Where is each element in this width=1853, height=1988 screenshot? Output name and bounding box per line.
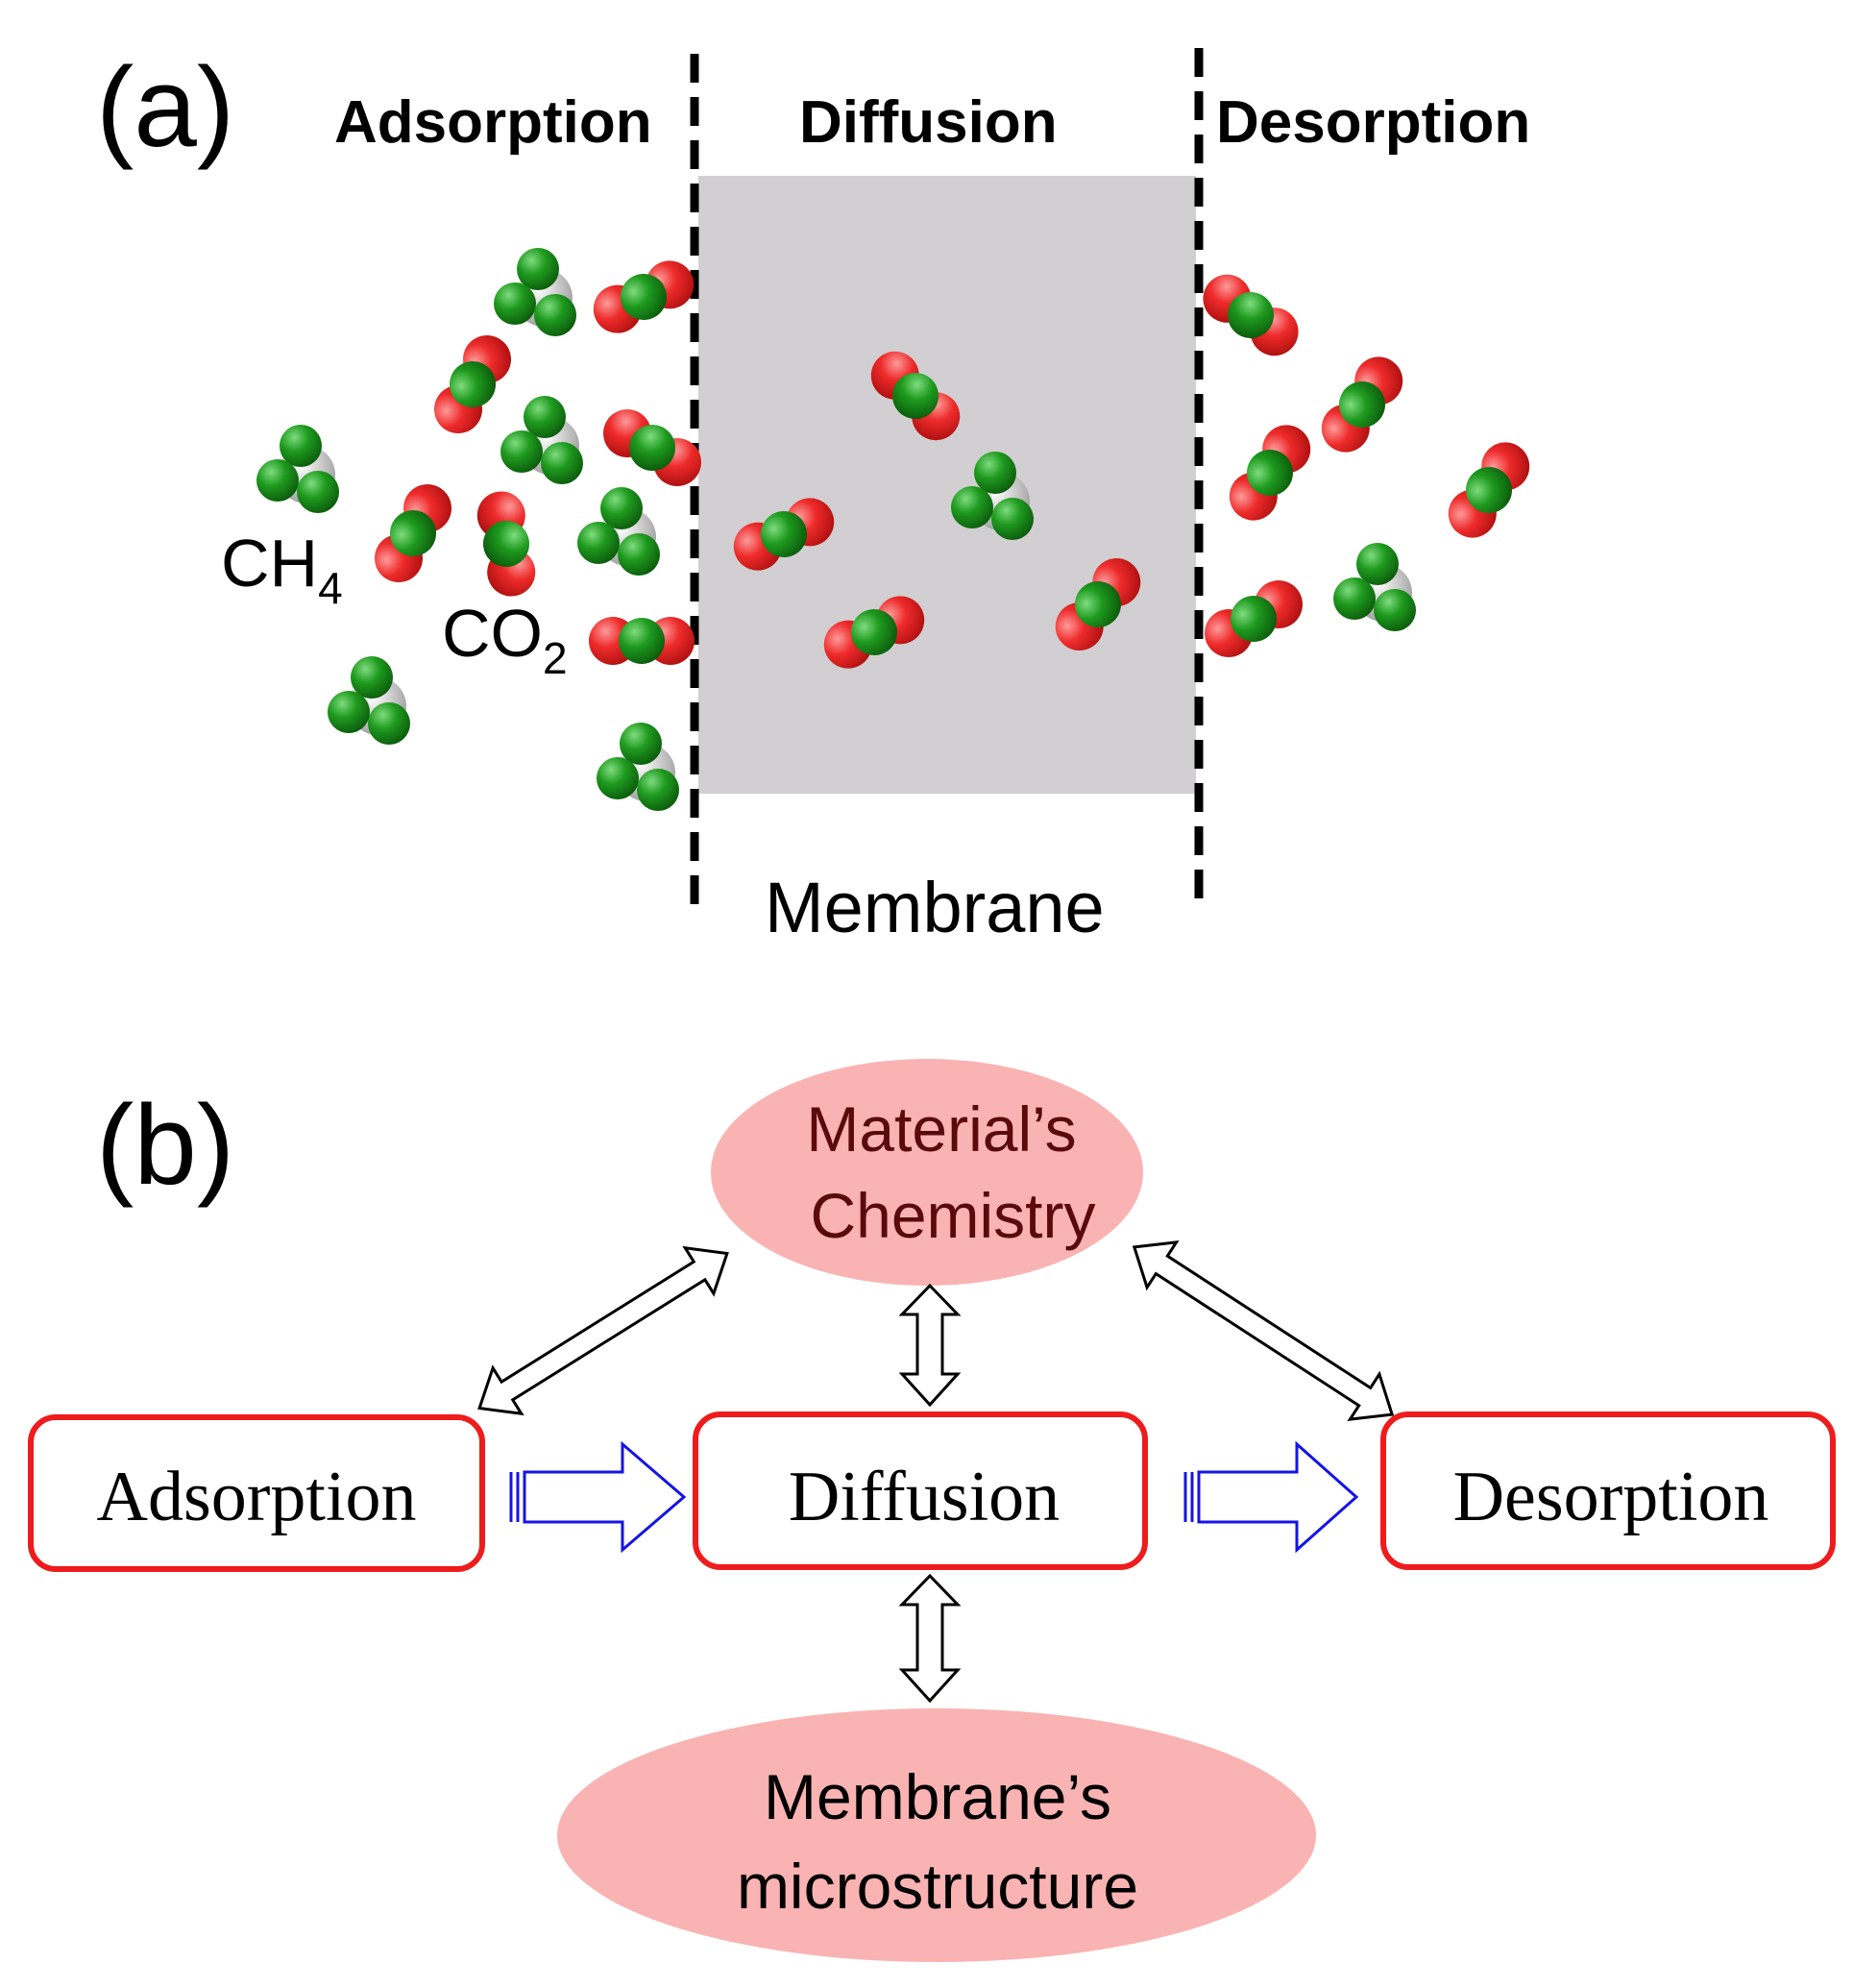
ch4-molecule [256, 425, 339, 513]
panel-b-label: (b) [96, 1082, 234, 1209]
co2-molecule [473, 487, 540, 601]
co2-molecule [425, 326, 521, 443]
link-arrow-chemistry-desorption [1132, 1240, 1395, 1421]
co2-molecule [1193, 264, 1308, 366]
membrane-block [698, 176, 1196, 794]
diffusion-box-label: Diffusion [789, 1458, 1060, 1536]
stage-title-adsorption: Adsorption [334, 89, 652, 156]
desorption-box [1380, 1411, 1836, 1570]
co2-molecule [589, 617, 695, 665]
diffusion-box [693, 1411, 1148, 1570]
stage-title-desorption: Desorption [1216, 89, 1530, 156]
ch4-label: CH4 [221, 526, 343, 613]
membrane-microstructure-line1: Membrane’s [764, 1761, 1111, 1832]
link-arrow-chemistry-adsorption [477, 1245, 729, 1416]
ch4-molecule [577, 487, 660, 576]
materials-chemistry-line1: Material’s [806, 1093, 1076, 1165]
materials-chemistry-ellipse [711, 1059, 1143, 1286]
co2-molecule [365, 475, 461, 592]
flow-arrow-diffusion-to-desorption [1183, 1440, 1359, 1554]
membrane-microstructure-ellipse [557, 1708, 1316, 1962]
panel-a-label: (a) [96, 44, 234, 171]
stage-title-diffusion: Diffusion [799, 89, 1058, 156]
ch4-molecule [328, 656, 410, 745]
membrane-microstructure-line2: microstructure [737, 1851, 1138, 1922]
desorption-box-label: Desorption [1453, 1458, 1769, 1536]
materials-chemistry-line2: Chemistry [810, 1180, 1095, 1251]
co2-molecule [585, 253, 702, 341]
co2-molecule [1219, 415, 1321, 530]
co2-molecule [1311, 347, 1413, 462]
co2-molecule [1438, 432, 1540, 548]
adsorption-box-label: Adsorption [97, 1458, 417, 1536]
membrane-label: Membrane [765, 868, 1105, 947]
ch4-molecule [1333, 543, 1416, 631]
co2-label: CO2 [442, 596, 568, 683]
ch4-molecule [500, 396, 583, 484]
link-arrow-diffusion-microstructure [898, 1573, 962, 1704]
flow-arrow-adsorption-to-diffusion [509, 1440, 687, 1554]
adsorption-box [28, 1414, 485, 1572]
ch4-molecule [494, 248, 576, 336]
link-arrow-chemistry-diffusion [898, 1283, 962, 1408]
co2-molecule [1195, 571, 1312, 667]
ch4-molecule [597, 723, 679, 811]
